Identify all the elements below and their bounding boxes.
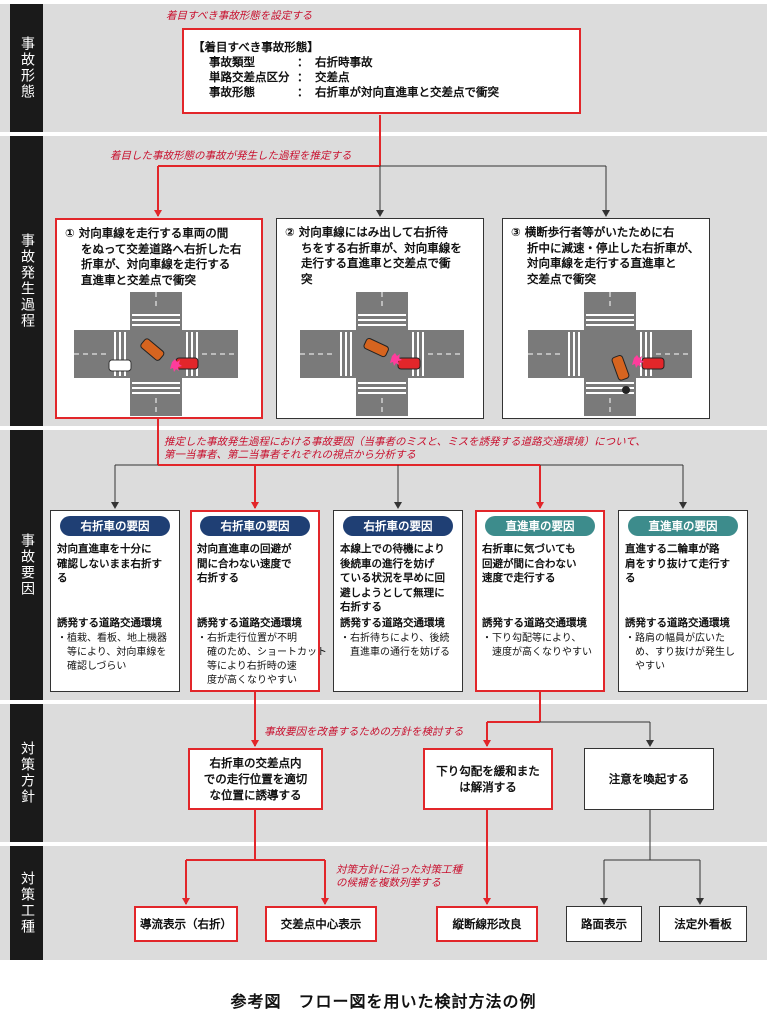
factor-desc: 対向直進車の回避が間に合わない速度で右折する [197,543,292,584]
measure-box-3: 縦断線形改良 [436,906,538,942]
section-label-factors: 事故要因 [10,430,43,700]
factor-desc: 右折車に気づいても回避が間に合わない速度で走行する [482,543,577,584]
accident-type-title: 【着目すべき事故形態】 [193,40,319,54]
measure-box-2: 交差点中心表示 [265,906,377,942]
measure-box-4: 路面表示 [566,906,642,942]
factor-box-1 [50,510,180,692]
factor-env-items: ・植栽、看板、地上機器 等により、対向車線を 確認しづらい [57,633,167,672]
factor-box-2 [190,510,320,692]
note-analyze-factors-1: 推定した事故発生過程における事故要因（当事者のミスと、ミスを誘発する道路交通環境… [164,436,646,448]
factor-env-title: 誘発する道路交通環境 [340,617,445,629]
factor-env-items: ・右折待ちにより、後続 直進車の通行を妨げる [340,633,450,658]
section-label-process: 事故発生過程 [10,136,43,426]
intersection-illustration-3 [528,292,692,416]
accident-type-box [182,28,581,114]
factor-env-items: ・右折走行位置が不明 確のため、ショートカット 等により右折時の速 度が高くなり… [197,633,327,686]
factor-desc: 直進する二輪車が路肩をすり抜けて走行する [625,543,730,584]
section-label-measures: 対策工種 [10,846,43,960]
accident-type-row: 単路交差点区分：交差点 [209,70,350,84]
note-estimate-process: 着目した事故形態の事故が発生した過程を推定する [110,150,352,162]
factor-env-items: ・路肩の幅員が広いた め、すり抜けが発生し やすい [625,633,735,672]
measure-box-1: 導流表示（右折） [134,906,238,942]
factor-box-5 [618,510,748,692]
note-analyze-factors-2: 第一当事者、第二当事者それぞれの視点から分析する [164,449,416,461]
accident-type-row: 事故形態：右折車が対向直進車と交差点で衝突 [209,85,499,99]
factor-env-title: 誘発する道路交通環境 [197,617,302,629]
accident-type-content: 【着目すべき事故形態】 事故類型：右折時事故 単路交差点区分：交差点 事故形態：… [193,40,499,100]
policy-box-3: 注意を喚起する [584,748,714,810]
factor-env-title: 誘発する道路交通環境 [482,617,587,629]
note-measures-1: 対策方針に沿った対策工種 [336,864,462,876]
policy-box-2: 下り勾配を緩和または解消する [423,748,553,810]
section-label-policy: 対策方針 [10,704,43,842]
intersection-illustration-1 [74,292,238,416]
factor-pill-right-turn: 右折車の要因 [343,516,453,536]
factor-env-title: 誘発する道路交通環境 [625,617,730,629]
factor-box-4 [475,510,605,692]
section-label-accident-type: 事故形態 [10,4,43,132]
factor-env-title: 誘発する道路交通環境 [57,617,162,629]
measure-box-5: 法定外看板 [659,906,747,942]
factor-desc: 対向直進車を十分に確認しないまま右折する [57,543,162,584]
factor-desc: 本線上での待機により後続車の進行を妨げている状況を早めに回避しようとして無理に右… [340,543,445,613]
factor-pill-straight: 直進車の要因 [628,516,738,536]
figure-caption: 参考図 フロー図を用いた検討方法の例 [230,992,537,1011]
factor-box-3 [333,510,463,692]
note-set-accident-type: 着目すべき事故形態を設定する [166,10,313,22]
policy-box-1: 右折車の交差点内での走行位置を適切な位置に誘導する [188,748,323,810]
accident-type-row: 事故類型：右折時事故 [209,55,373,69]
note-policy: 事故要因を改善するための方針を検討する [264,726,464,738]
note-measures-2: の候補を複数列挙する [336,877,441,889]
factor-pill-right-turn: 右折車の要因 [200,516,310,536]
intersection-illustration-2 [300,292,464,416]
factor-env-items: ・下り勾配等により、 速度が高くなりやすい [482,633,592,658]
factor-pill-right-turn: 右折車の要因 [60,516,170,536]
factor-pill-straight: 直進車の要因 [485,516,595,536]
